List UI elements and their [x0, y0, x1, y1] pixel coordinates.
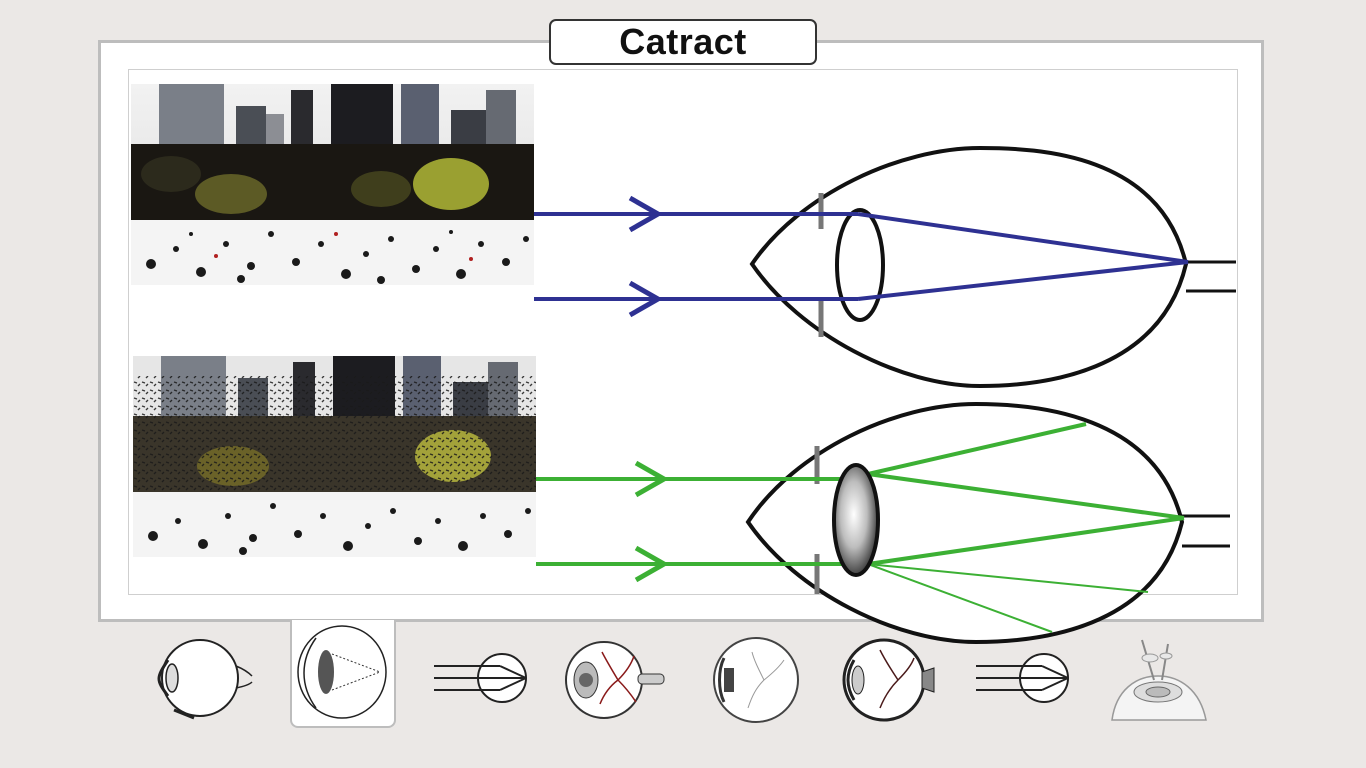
eye-cross-section-icon	[842, 638, 935, 722]
clear-lens	[835, 208, 885, 322]
thumb-ray-diagram-2[interactable]	[972, 630, 1076, 726]
thumb-eye-anatomy[interactable]	[154, 630, 258, 726]
title-box: Catract	[549, 19, 817, 65]
cloudy-lens	[832, 463, 880, 577]
eye-ray-diagram-2-icon	[976, 653, 1069, 703]
thumb-eye-cross-section[interactable]	[838, 630, 942, 726]
page-title: Catract	[619, 21, 747, 62]
retina-vessels-icon	[565, 641, 665, 719]
normal-light-rays	[534, 195, 1189, 318]
thumb-retina-vessels[interactable]	[562, 630, 666, 726]
thumbnail-bar	[0, 620, 1366, 768]
eye-ray-diagram-icon	[434, 653, 527, 703]
lens-implant-icon	[1111, 639, 1207, 721]
eye-anatomy-icon	[157, 639, 253, 720]
cataract-eye-diagram	[536, 401, 1230, 645]
photo-normal-vision	[131, 84, 534, 285]
thumb-lens-implant[interactable]	[1106, 630, 1210, 726]
photo-cataract-vision	[133, 356, 536, 557]
cataract-lens-icon	[297, 625, 387, 719]
eye-outline-2	[745, 401, 1185, 645]
retina-detachment-icon	[713, 637, 799, 723]
thumb-retina-detachment[interactable]	[704, 630, 808, 726]
normal-eye-diagram	[534, 145, 1236, 389]
cataract-light-rays	[536, 422, 1185, 633]
eye-outline	[749, 145, 1189, 389]
thumb-cataract-lens[interactable]	[290, 620, 396, 728]
thumb-ray-diagram[interactable]	[430, 630, 534, 726]
